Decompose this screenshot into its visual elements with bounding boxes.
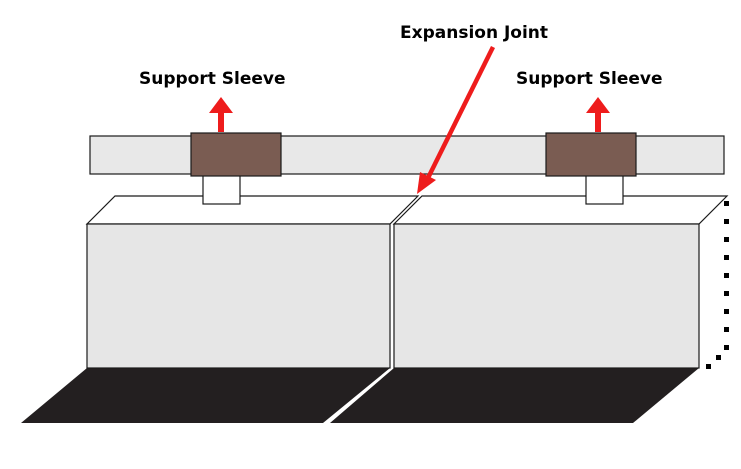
left-support-post bbox=[202, 173, 241, 205]
right-up-arrow bbox=[586, 97, 610, 132]
left-support-sleeve-label: Support Sleeve bbox=[139, 69, 286, 89]
right-support-sleeve bbox=[545, 132, 637, 177]
left-block-top-face bbox=[85, 195, 420, 225]
expansion-joint-label: Expansion Joint bbox=[400, 23, 548, 43]
right-block-top-face bbox=[392, 195, 729, 225]
left-support-sleeve bbox=[190, 132, 282, 177]
dotted-continuation-edge bbox=[706, 201, 729, 369]
left-base-slab bbox=[21, 368, 390, 423]
right-support-sleeve-label: Support Sleeve bbox=[516, 69, 663, 89]
left-up-arrow bbox=[209, 97, 233, 132]
right-support-post bbox=[585, 173, 624, 205]
right-block-front-face bbox=[393, 223, 700, 369]
left-block-front-face bbox=[86, 223, 391, 369]
right-base-slab bbox=[330, 368, 699, 423]
expansion-joint-arrow bbox=[417, 45, 496, 194]
